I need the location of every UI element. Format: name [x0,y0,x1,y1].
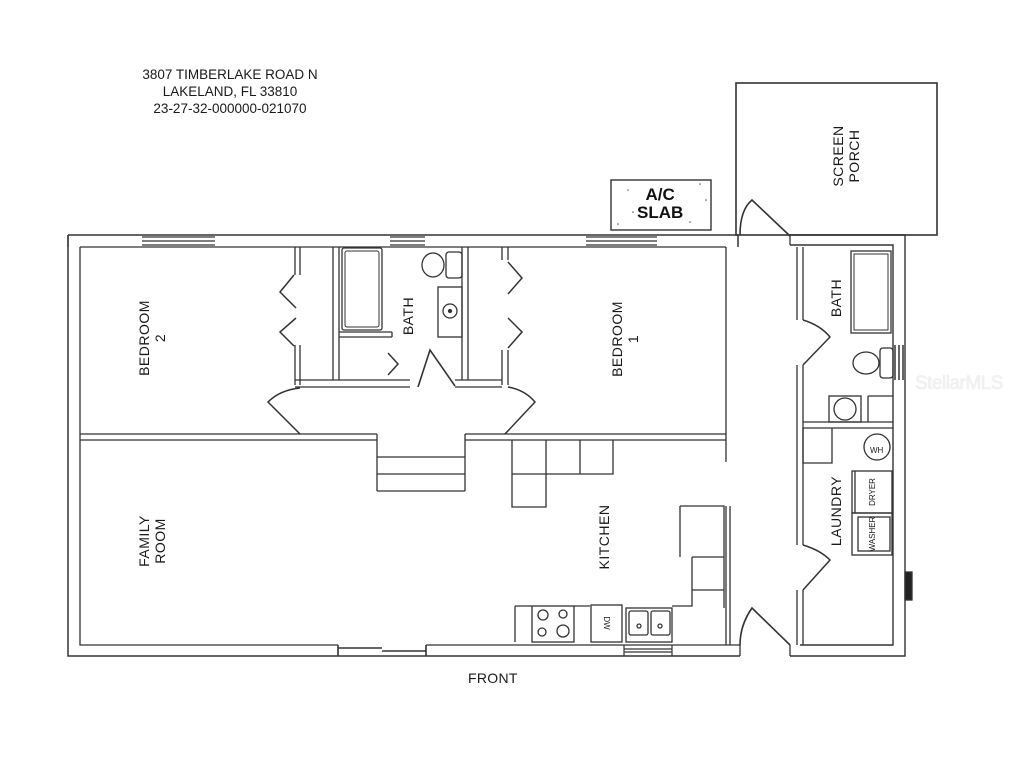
label-kitchen: KITCHEN [596,505,612,570]
vanity-main [437,286,463,338]
label-family-room-line1: FAMILY [136,515,152,567]
label-bath-rear: BATH [828,279,844,317]
label-dryer: DRYER [868,478,877,506]
label-bedroom-2-line1: BEDROOM [136,300,152,376]
closet-door-bedroom2 [278,274,297,347]
label-ac-slab: A/C SLAB [637,186,683,222]
toilet-main [421,252,445,278]
door-laundry [802,544,832,591]
bathtub-main [341,247,383,331]
label-bedroom-2-line2: 2 [152,333,168,343]
closet-door-bedroom1 [507,261,524,349]
window-bedroom2 [142,236,215,246]
back-door-top [739,198,791,237]
label-family-room-line2: ROOM [152,518,168,564]
door-bedroom1 [504,386,537,435]
label-ac-slab-line2: SLAB [637,203,684,222]
dishwasher [590,604,623,643]
side-door-bottom [739,606,791,646]
label-family-room: FAMILY ROOM [136,515,168,567]
toilet-rear [852,351,880,375]
address-block: 3807 TIMBERLAKE ROAD N LAKELAND, FL 3381… [100,66,360,117]
address-line-1: 3807 TIMBERLAKE ROAD N [142,67,318,82]
label-screen-porch-line1: SCREEN [830,125,846,187]
range [531,605,575,643]
label-bedroom-1-line2: 1 [625,334,641,344]
label-bath-rear-text: BATH [828,278,844,318]
exterior-wall-outer [67,234,740,657]
label-water-heater: WH [870,446,884,455]
label-bath-main: BATH [400,297,416,335]
dryer-vent [904,571,913,601]
exterior-wall-inner [79,246,740,646]
address-line-2: LAKELAND, FL 33810 [162,84,298,99]
parcel-id: 23-27-32-000000-021070 [153,101,307,116]
label-bath-main-text: BATH [400,296,416,336]
washer [851,512,893,556]
window-bath [390,236,425,246]
label-bedroom-1: BEDROOM 1 [609,301,641,377]
label-screen-porch-line2: PORCH [846,129,862,183]
water-heater [863,433,891,461]
window-rear-bath [894,345,904,380]
label-front: FRONT [468,670,518,686]
door-bedroom2 [266,387,301,435]
bath-door-main [417,348,456,388]
watermark: StellarMLS [915,373,1003,394]
label-laundry: LAUNDRY [828,476,844,546]
label-dishwasher: DW [602,616,611,630]
label-bedroom-1-line1: BEDROOM [609,301,625,377]
door-rear-bath [802,319,832,366]
kitchen-counter-right [679,505,725,608]
label-ac-slab-line1: A/C [645,185,675,204]
rear-wing-wall [790,234,906,657]
label-screen-porch: SCREEN PORCH [830,125,862,186]
hall-wall-north [80,433,726,441]
kitchen-sink [625,607,673,643]
ac-slab [610,179,712,231]
kitchen-upper-cabinets [511,440,614,508]
label-kitchen-text: KITCHEN [596,504,612,570]
bathtub-rear [850,250,892,334]
sliding-door-front [337,645,427,656]
label-laundry-text: LAUNDRY [828,475,844,547]
label-washer: WASHER [868,516,877,552]
label-bedroom-2: BEDROOM 2 [136,300,168,376]
window-bedroom1 [586,236,657,246]
